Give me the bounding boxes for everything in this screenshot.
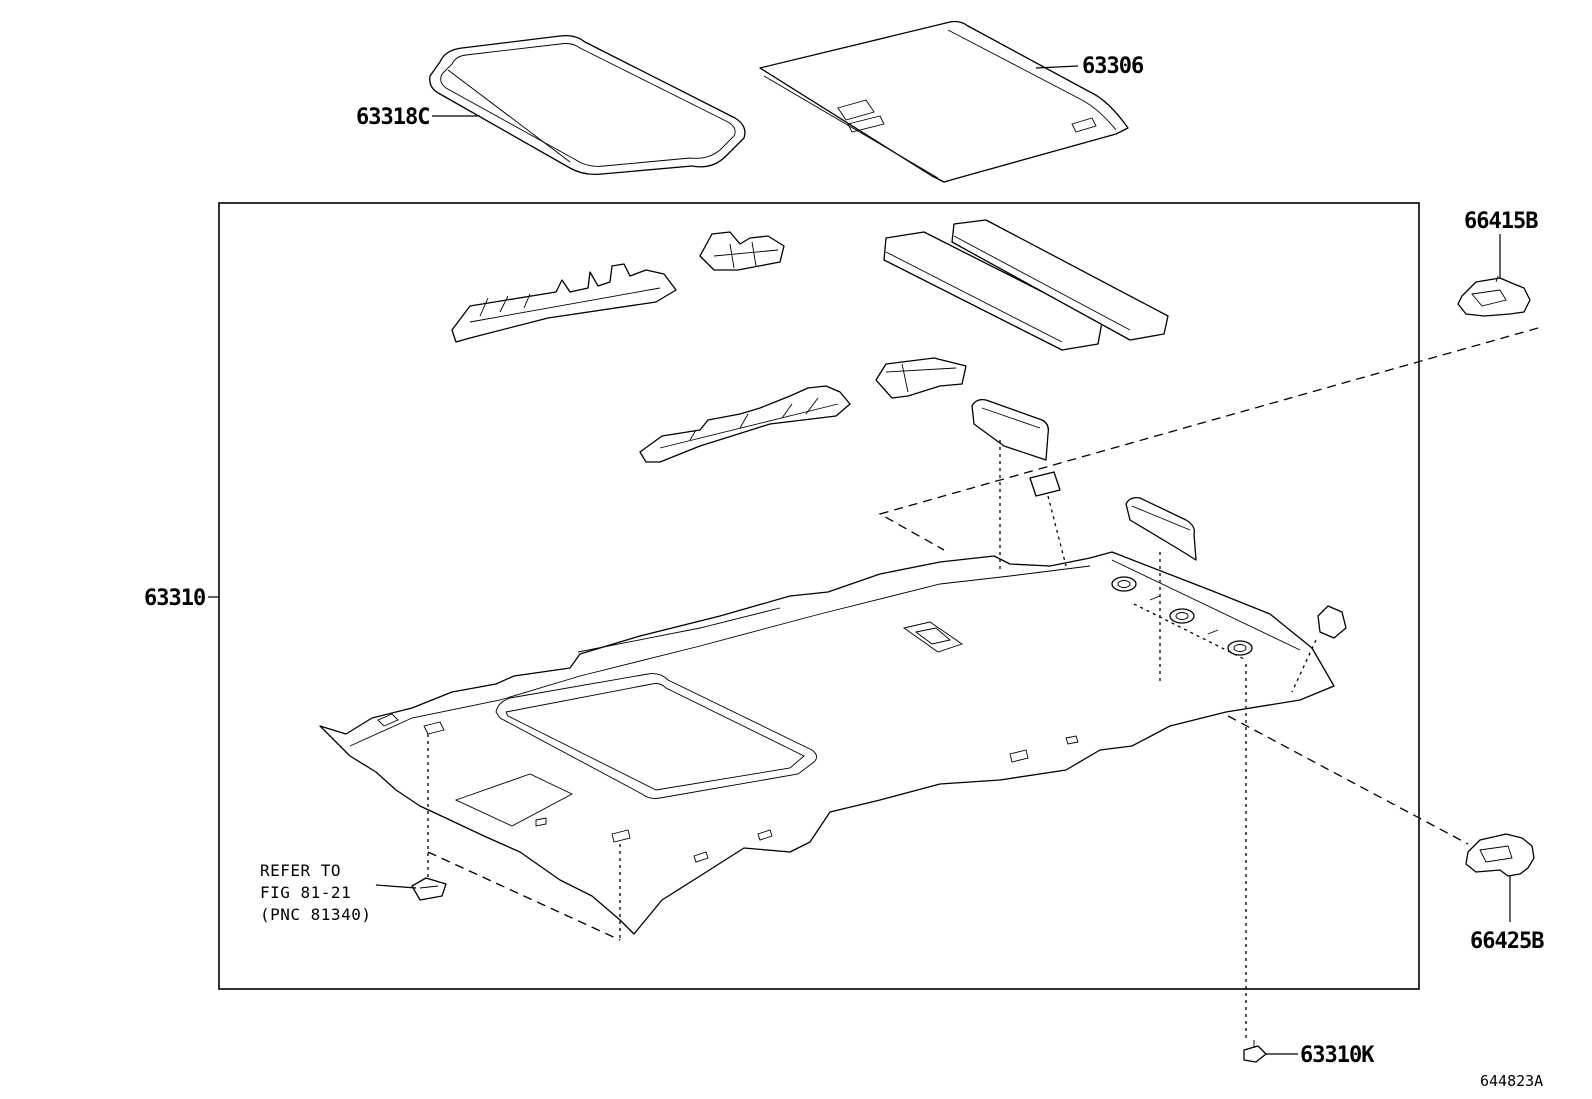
label-63306: 63306 <box>1082 54 1144 79</box>
label-66415b: 66415B <box>1464 209 1538 234</box>
clip-holes <box>1111 576 1253 656</box>
leader-lines <box>208 65 1511 1055</box>
small-pad[interactable] <box>1029 471 1061 497</box>
roof-bracket-small[interactable] <box>699 231 785 271</box>
assembly-guide-lines <box>427 327 1539 1040</box>
foam-block[interactable] <box>971 398 1050 461</box>
headliner-clip-part[interactable] <box>1243 1040 1267 1063</box>
label-63318c: 63318C <box>356 105 429 130</box>
headliner-assembly-frame <box>218 202 1420 990</box>
sound-pad-left[interactable] <box>883 231 1103 351</box>
reference-line-3: (PNC 81340) <box>260 905 371 924</box>
sunroof-seal-part[interactable] <box>429 34 746 176</box>
foam-block-right[interactable] <box>1125 496 1197 561</box>
reference-line-1: REFER TO <box>260 861 341 880</box>
assist-grip-bracket-lower[interactable] <box>1465 833 1535 877</box>
lamp-clip[interactable] <box>411 877 447 901</box>
sunshade-part[interactable] <box>759 20 1129 183</box>
headliner-panel[interactable] <box>319 551 1335 935</box>
roof-rail-bracket-upper[interactable] <box>451 263 677 343</box>
hex-clip[interactable] <box>1317 605 1347 639</box>
label-66425b: 66425B <box>1470 929 1544 954</box>
sound-pad-right[interactable] <box>951 219 1169 341</box>
label-63310k: 63310K <box>1300 1043 1375 1068</box>
label-63310: 63310 <box>144 586 205 611</box>
reference-line-2: FIG 81-21 <box>260 883 351 902</box>
catalog-number: 644823A <box>1480 1072 1543 1090</box>
assist-grip-bracket-upper[interactable] <box>1457 275 1531 317</box>
roof-rail-bracket-lower[interactable] <box>639 385 851 463</box>
roof-bracket-middle[interactable] <box>875 357 967 399</box>
